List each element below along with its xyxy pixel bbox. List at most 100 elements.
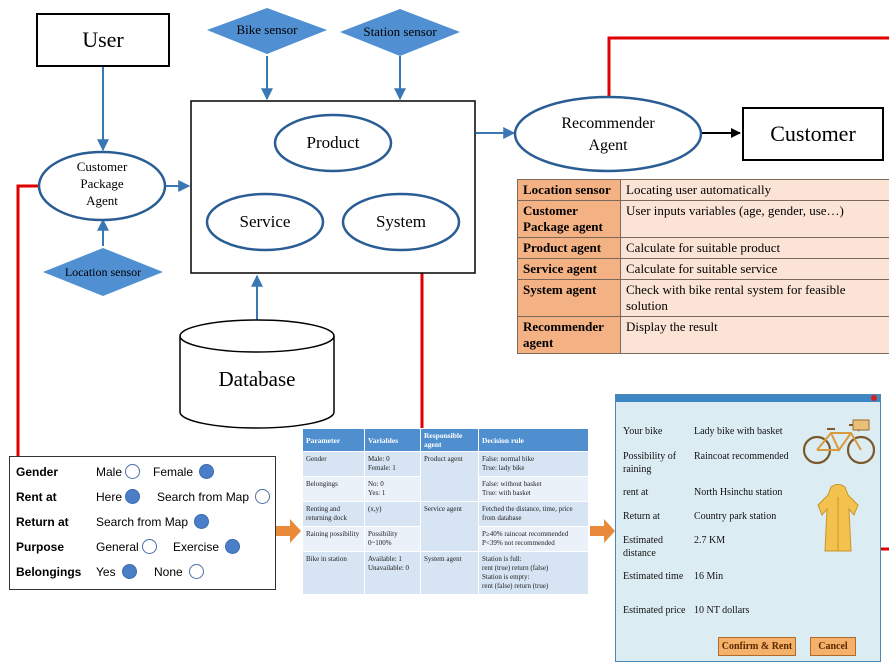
param-cell: Bike in station [303, 552, 365, 595]
agent-desc: Check with bike rental system for feasib… [621, 280, 889, 317]
confirm-rent-button[interactable]: Confirm & Rent [718, 637, 796, 656]
rent-here-text: Here [96, 490, 122, 504]
system-label: System [343, 208, 459, 236]
col-header: Variables [365, 429, 421, 452]
agent-name: Recommender agent [518, 317, 621, 354]
result-label: Your bike [623, 425, 691, 438]
rule-cell: False: normal bike True: lady bike [479, 452, 589, 477]
rent-map-text: Search from Map [157, 490, 249, 504]
result-label: Return at [623, 510, 691, 523]
radio-checked-icon[interactable] [125, 489, 140, 504]
cancel-button[interactable]: Cancel [810, 637, 856, 656]
decision-header-row: Parameter Variables Responsible agent De… [303, 429, 589, 452]
param-cell: Belongings [303, 477, 365, 502]
purpose-row: Purpose General Exercise [16, 537, 271, 557]
col-header: Decision rule [479, 429, 589, 452]
agent-desc: Display the result [621, 317, 889, 354]
radio-unchecked-icon[interactable] [125, 464, 140, 479]
purpose-general-text: General [96, 540, 139, 554]
radio-checked-icon[interactable] [194, 514, 209, 529]
purpose-general-option[interactable]: General [96, 537, 157, 557]
return-map-text: Search from Map [96, 515, 188, 529]
belongings-none-option[interactable]: None [154, 562, 204, 582]
bike-sensor-label: Bike sensor [207, 18, 327, 42]
agent-desc: User inputs variables (age, gender, use…… [621, 201, 889, 238]
agent-desc: Calculate for suitable product [621, 238, 889, 259]
agent-desc: Locating user automatically [621, 180, 889, 201]
result-value: Lady bike with basket [694, 425, 783, 438]
purpose-exercise-text: Exercise [173, 540, 219, 554]
belongings-yes-text: Yes [96, 565, 116, 579]
agent-cell: System agent [421, 552, 479, 595]
result-label: Estimated price [623, 604, 691, 617]
cpa-line-3: Agent [39, 192, 165, 209]
agent-name: System agent [518, 280, 621, 317]
radio-unchecked-icon[interactable] [189, 564, 204, 579]
belongings-label: Belongings [16, 562, 81, 582]
param-cell: Renting and returning dock [303, 502, 365, 527]
cpa-line-1: Customer [39, 158, 165, 175]
gender-label: Gender [16, 462, 58, 482]
service-label: Service [207, 208, 323, 236]
rent-map-option[interactable]: Search from Map [157, 487, 270, 507]
decision-row: Bike in station Available: 1 Unavailable… [303, 552, 589, 595]
radio-unchecked-icon[interactable] [142, 539, 157, 554]
belongings-row: Belongings Yes None [16, 562, 271, 582]
agent-name: Location sensor [518, 180, 621, 201]
purpose-label: Purpose [16, 537, 64, 557]
rule-cell: Station is full: rent (true) return (fal… [479, 552, 589, 595]
gender-female-option[interactable]: Female [153, 462, 214, 482]
red-line-left [18, 186, 38, 458]
radio-unchecked-icon[interactable] [255, 489, 270, 504]
return-map-option[interactable]: Search from Map [96, 512, 209, 532]
agent-cell: Product agent [421, 452, 479, 502]
rule-cell: P≥40% raincoat recommended P<39% not rec… [479, 527, 589, 552]
raincoat-icon [814, 483, 862, 555]
decision-row: Gender Male: 0 Female: 1 Product agent F… [303, 452, 589, 477]
recommender-agent-label: Recommender Agent [515, 113, 701, 157]
close-icon[interactable] [871, 395, 877, 401]
product-label: Product [275, 129, 391, 157]
bicycle-icon [801, 417, 877, 467]
gender-male-text: Male [96, 465, 122, 479]
rule-cell: False: without basket True: with basket [479, 477, 589, 502]
col-header: Parameter [303, 429, 365, 452]
customer-package-agent-label: Customer Package Agent [39, 158, 165, 209]
purpose-exercise-option[interactable]: Exercise [173, 537, 240, 557]
database-label: Database [180, 364, 334, 394]
gender-female-text: Female [153, 465, 193, 479]
agent-name: Product agent [518, 238, 621, 259]
result-value: 16 Min [694, 570, 723, 583]
decision-row: Renting and returning dock (x,y) Service… [303, 502, 589, 527]
agent-desc: Calculate for suitable service [621, 259, 889, 280]
orange-arrow-form-to-table [274, 519, 301, 543]
vars-cell: Male: 0 Female: 1 [365, 452, 421, 477]
vars-cell: Available: 1 Unavailable: 0 [365, 552, 421, 595]
radio-checked-icon[interactable] [225, 539, 240, 554]
result-value: North Hsinchu station [694, 486, 782, 499]
radio-checked-icon[interactable] [199, 464, 214, 479]
belongings-yes-option[interactable]: Yes [96, 562, 137, 582]
rent-here-option[interactable]: Here [96, 487, 140, 507]
red-line-top [609, 38, 889, 101]
result-value: 10 NT dollars [694, 604, 749, 617]
result-label: Estimated distance [623, 534, 691, 560]
user-label: User [37, 14, 169, 66]
result-value: Raincoat recommended [694, 450, 789, 463]
radio-checked-icon[interactable] [122, 564, 137, 579]
agent-name: Customer Package agent [518, 201, 621, 238]
param-cell: Raining possibility [303, 527, 365, 552]
result-value: 2.7 KM [694, 534, 725, 547]
rent-at-row: Rent at Here Search from Map [16, 487, 271, 507]
orange-arrow-table-to-result [590, 519, 615, 543]
agent-cell: Service agent [421, 502, 479, 552]
belongings-none-text: None [154, 565, 183, 579]
result-label: rent at [623, 486, 691, 499]
recommendation-result-window: Your bike Lady bike with basket Possibil… [615, 394, 881, 662]
param-cell: Gender [303, 452, 365, 477]
gender-male-option[interactable]: Male [96, 462, 140, 482]
